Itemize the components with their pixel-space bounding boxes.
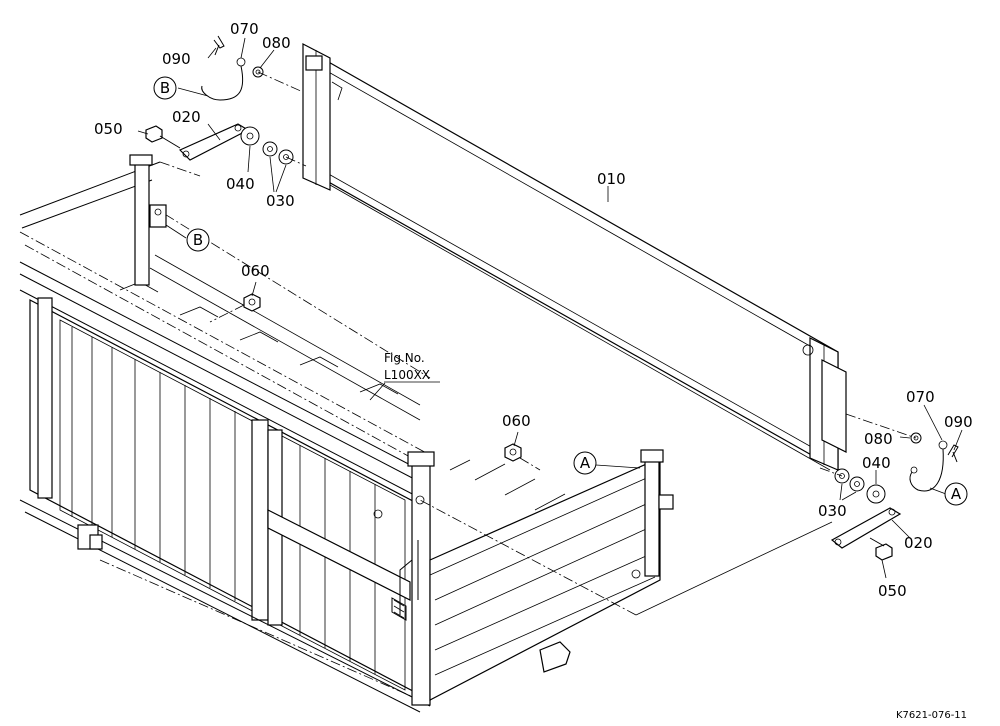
nut-060-lower-graphic [504,443,522,462]
label-part-080-left: 080 [262,34,291,52]
leader-lines [137,37,963,616]
label-part-020-left: 020 [172,108,201,126]
label-part-040-right: 040 [862,454,891,472]
label-part-040-left: 040 [226,175,255,193]
label-part-020-right: 020 [904,534,933,552]
label-part-010: 010 [597,170,626,188]
callout-b-top-letter: B [160,79,170,97]
label-part-030-right: 030 [818,502,847,520]
figure-ref-line2: L100XX [384,368,430,382]
label-part-090-right: 090 [944,413,973,431]
label-part-070-left: 070 [230,20,259,38]
callout-b-mid-letter: B [193,231,203,249]
callout-a-lower-letter: A [580,454,591,472]
label-part-090-left: 090 [162,50,191,68]
left-hinge-hardware [145,35,294,165]
label-part-080-right: 080 [864,430,893,448]
label-part-060-lower: 060 [502,412,531,430]
label-part-030-left: 030 [266,192,295,210]
label-part-050-left: 050 [94,120,123,138]
truck-bed [19,154,674,713]
callout-b-mid: B [186,228,210,252]
label-part-070-right: 070 [906,388,935,406]
callout-a-lower: A [573,451,597,475]
callout-a-right: A [944,482,968,506]
label-part-050-right: 050 [878,582,907,600]
figure-ref-line1: Fig.No. [384,351,425,365]
callout-b-top: B [153,76,177,100]
label-part-060-upper: 060 [241,262,270,280]
tailgate-panel [302,43,847,472]
nut-060-upper-graphic [243,293,261,312]
drawing-code: K7621-076-11 [896,710,967,721]
callout-a-right-letter: A [951,485,962,503]
right-hinge-hardware [830,432,959,561]
